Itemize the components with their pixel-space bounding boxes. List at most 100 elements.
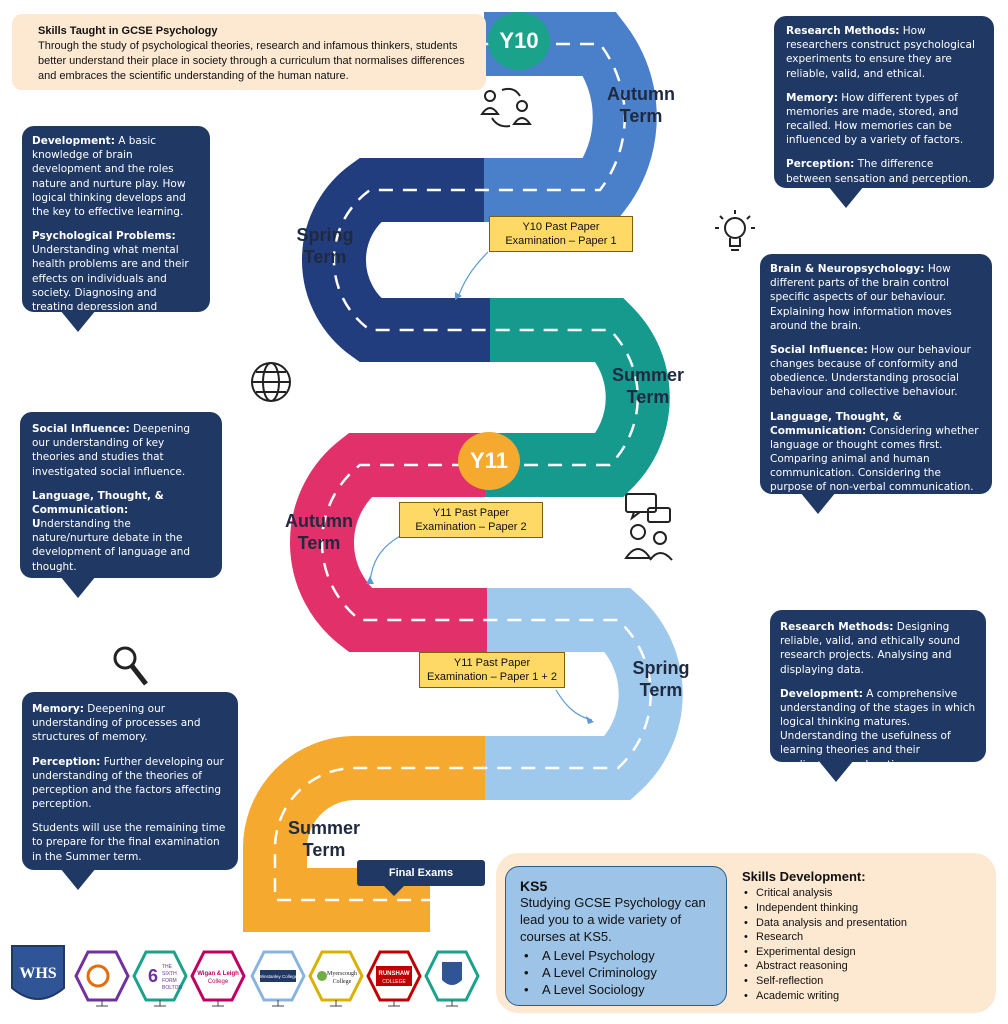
bubble-y10-autumn: Research Methods: How researchers constr… — [774, 16, 994, 213]
bubble-para: Language, Thought, & Communication: Cons… — [770, 410, 982, 495]
bubble-para: Psychological Problems: Understanding wh… — [32, 229, 200, 328]
list-item: Data analysis and presentation — [744, 916, 982, 931]
term-word: Spring — [632, 658, 690, 678]
y11-badge: Y11 — [458, 432, 520, 490]
bubble-text: Considering whether language or thought … — [770, 424, 979, 494]
ks5-title: KS5 — [520, 878, 548, 894]
y10-past-paper-box: Y10 Past Paper Examination – Paper 1 — [489, 216, 633, 252]
term-word: Summer — [611, 365, 685, 385]
bubble-text: How our behaviour changes because of con… — [770, 343, 971, 399]
list-item: Experimental design — [744, 945, 982, 960]
term-word: Term — [302, 839, 346, 860]
paper1-arrow — [457, 251, 489, 299]
bubble-tail — [60, 576, 96, 598]
paper-line: Y11 Past Paper — [453, 657, 531, 669]
globe-icon — [251, 362, 291, 402]
logo-text: College — [333, 979, 352, 985]
bubble-para: Brain & Neuropsychology: How different p… — [770, 262, 982, 333]
bubble-text: Designing reliable, valid, and ethically… — [780, 621, 961, 676]
y10-badge: Y10 — [488, 12, 550, 70]
bubble-text: Students will use the remaining time to … — [32, 822, 226, 863]
logo-text: College — [208, 979, 229, 985]
term-label-y11-autumn: Autumn Term — [274, 511, 364, 554]
list-item: Independent thinking — [744, 901, 982, 916]
bubble-heading: Memory: — [786, 91, 838, 104]
logo-text: Wigan & Leigh — [197, 971, 239, 977]
conversation-icon — [624, 493, 673, 561]
bubble-heading: Research Methods: — [780, 621, 894, 633]
bubble-y11-autumn: Social Influence: Deepening our understa… — [20, 412, 222, 578]
paper-line: Examination – Paper 1 — [505, 235, 617, 248]
bubble-heading: Research Methods: — [786, 25, 900, 37]
skills-development: Skills Development: Critical analysis In… — [742, 868, 982, 1003]
term-word: Term — [619, 105, 663, 126]
bubble-para: Research Methods: Designing reliable, va… — [780, 620, 976, 677]
logo-text: FORM — [162, 978, 177, 984]
y11-past-paper-box: Y11 Past Paper Examination – Paper 2 — [399, 502, 543, 538]
logo-text: Winstanley College — [259, 974, 298, 979]
term-label-y10-spring: Spring Term — [280, 225, 370, 268]
bubble-tail — [800, 492, 836, 514]
bubble-text: Understanding what mental health problem… — [32, 244, 189, 328]
paper-line: Y11 Past Paper — [432, 507, 510, 519]
intro-box: Skills Taught in GCSE Psychology Through… — [12, 14, 486, 90]
people-exchange-icon — [480, 87, 532, 128]
logo-text: RUNSHAW — [379, 971, 410, 977]
bubble-heading: Development: — [780, 687, 863, 700]
ks5-text: Studying GCSE Psychology can lead you to… — [520, 895, 706, 944]
bubble-y11-summer: Memory: Deepening our understanding of p… — [22, 692, 238, 870]
bubble-heading: Psychological Problems: — [32, 230, 176, 243]
bubble-tail — [60, 868, 96, 890]
bubble-heading: Perception: — [32, 755, 101, 768]
paper2-arrow — [369, 535, 401, 583]
bubble-heading: Social Influence: — [32, 423, 130, 435]
ks5-course-list: A Level Psychology A Level Criminology A… — [520, 948, 712, 999]
lightbulb-icon — [715, 210, 755, 251]
bubble-text: A basic knowledge of brain development a… — [32, 135, 186, 218]
logo-text: SIXTH — [162, 971, 177, 977]
bubble-heading: Perception: — [786, 158, 855, 171]
term-label-y10-summer: Summer Term — [602, 365, 694, 408]
wigan-leigh-college-logo: Wigan & Leigh College — [190, 950, 246, 1007]
bubble-heading: Development: — [32, 135, 115, 147]
list-item: Critical analysis — [744, 886, 982, 901]
term-word: Term — [297, 532, 341, 553]
bubble-text: nderstanding the nature/nurture debate i… — [32, 518, 191, 573]
bubble-para: Development: A comprehensive understandi… — [780, 687, 976, 772]
term-word: Term — [303, 246, 347, 267]
bubble-para: Students will use the remaining time to … — [32, 821, 228, 864]
bubble-heading: Language, Thought, & Communication: U — [32, 489, 164, 531]
college-logo-1 — [74, 950, 130, 1007]
list-item: A Level Psychology — [524, 948, 712, 965]
bubble-y10-spring: Development: A basic knowledge of brain … — [22, 126, 210, 327]
paper-line: Examination – Paper 2 — [415, 521, 527, 534]
term-word: Summer — [287, 818, 361, 838]
list-item: A Level Sociology — [524, 982, 712, 999]
logo-text: BOLTON — [162, 985, 182, 991]
bubble-text: A comprehensive understanding of the sta… — [780, 687, 976, 771]
runshaw-college-logo: RUNSHAW COLLEGE — [366, 950, 422, 1007]
list-item: Abstract reasoning — [744, 959, 982, 974]
bubble-y10-summer: Brain & Neuropsychology: How different p… — [760, 254, 992, 494]
ks5-box: KS5 Studying GCSE Psychology can lead yo… — [505, 866, 727, 1006]
bubble-tail — [60, 310, 96, 332]
school-logo: WHS — [11, 945, 65, 1000]
term-label-y11-spring: Spring Term — [616, 658, 706, 701]
bubble-para: Memory: Deepening our understanding of p… — [32, 702, 228, 745]
list-item: Academic writing — [744, 989, 982, 1004]
paper-line: Y10 Past Paper — [522, 221, 600, 233]
term-word: Autumn — [285, 511, 353, 531]
school-logo-text: WHS — [19, 965, 56, 982]
final-exams-label: Final Exams — [357, 860, 485, 886]
logo-text: THE — [162, 964, 173, 970]
paper3-arrow — [555, 689, 593, 721]
bubble-para: Social Influence: Deepening our understa… — [32, 422, 210, 479]
bubble-heading: Memory: — [32, 703, 84, 715]
list-item: Research — [744, 930, 982, 945]
bubble-y11-spring: Research Methods: Designing reliable, va… — [770, 610, 986, 771]
final-exams-tail — [382, 884, 406, 896]
bubble-text: How different types of memories are made… — [786, 91, 964, 147]
bubble-text: How researchers construct psychological … — [786, 25, 975, 80]
term-label-y10-autumn: Autumn Term — [596, 84, 686, 127]
